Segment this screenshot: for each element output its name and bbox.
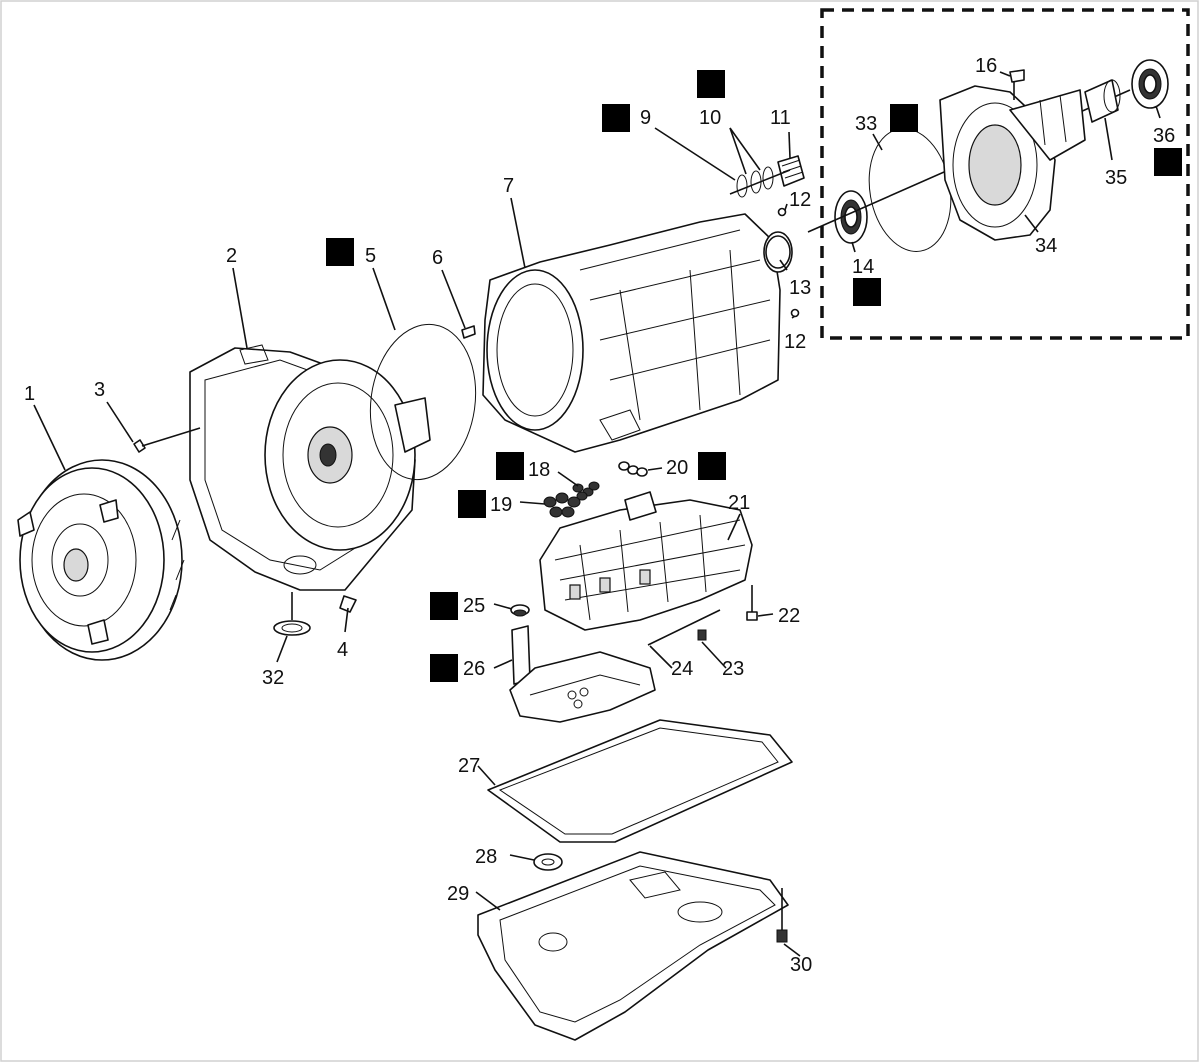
callout-18: 18 [528,459,550,481]
callout-4: 4 [337,639,348,661]
callout-13: 13 [789,277,811,299]
extension-bushing [1084,79,1121,123]
callout-36: 36 [1153,125,1175,147]
callout-11: 11 [770,107,791,129]
callout-22: 22 [778,605,800,627]
discard-part-icon [1154,148,1182,176]
callout-2: 2 [226,245,237,267]
callout-30: 30 [790,954,812,976]
drain-washer [533,853,563,871]
filter-seal [510,604,530,617]
leader-lines [33,71,1161,957]
discard-part-icon [496,452,524,480]
extension-housing [939,85,1086,241]
discard-part-icon [697,70,725,98]
output-seal [834,190,868,244]
callout-12-upper: 12 [789,189,811,211]
callout-28: 28 [475,846,497,868]
small-bolt [697,629,707,641]
callout-32: 32 [262,667,284,689]
housing-o-ring [369,323,477,481]
discard-part-icon [326,238,354,266]
callout-26: 26 [463,658,485,680]
callout-7: 7 [503,175,514,197]
callout-9: 9 [640,107,651,129]
transmission-case [482,213,793,453]
callout-19: 19 [490,494,512,516]
discard-part-icon [458,490,486,518]
callout-33: 33 [855,113,877,135]
valve-body [539,491,753,631]
housing-seal-ring [273,620,311,636]
callout-35: 35 [1105,167,1127,189]
callout-21: 21 [728,492,750,514]
callout-10: 10 [699,107,721,129]
discard-part-icon [890,104,918,132]
seals-19 [543,492,581,518]
callout-16: 16 [975,55,997,77]
discard-part-icon [430,592,458,620]
bushing [765,235,791,269]
callout-1: 1 [24,383,35,405]
valve-body-bolt [746,585,758,621]
callout-27: 27 [458,755,480,777]
housing-bolt [133,427,201,453]
drain-plug [776,888,788,943]
manual-valve-rod [647,609,721,646]
plug-lower [790,308,800,318]
discard-part-icon [698,452,726,480]
callout-3: 3 [94,379,105,401]
oil-pan [477,851,789,1041]
callout-12-lower: 12 [784,331,806,353]
plug-upper [777,207,787,217]
callout-34: 34 [1035,235,1057,257]
oil-filter [509,625,656,723]
connector-seals [729,155,805,198]
seals-20 [618,461,648,477]
callout-6: 6 [432,247,443,269]
discard-part-icon [602,104,630,132]
callout-5: 5 [365,245,376,267]
pan-gasket [487,719,793,843]
converter-housing [189,344,431,591]
callout-labels: 1 2 3 4 5 6 7 9 10 11 12 12 13 14 16 18 … [24,55,1175,976]
seals-18 [572,481,600,501]
pin [461,325,476,339]
extension-housing-group-box [820,8,1190,340]
torque-converter [17,459,185,661]
callout-20: 20 [666,457,688,479]
extension-bolt [1009,69,1025,100]
extension-seal [1131,59,1169,109]
callout-29: 29 [447,883,469,905]
discard-part-icon [430,654,458,682]
housing-clip [339,595,357,613]
discard-part-icon [853,278,881,306]
callout-24: 24 [671,658,693,680]
callout-14: 14 [852,256,874,278]
callout-23: 23 [722,658,744,680]
callout-25: 25 [463,595,485,617]
